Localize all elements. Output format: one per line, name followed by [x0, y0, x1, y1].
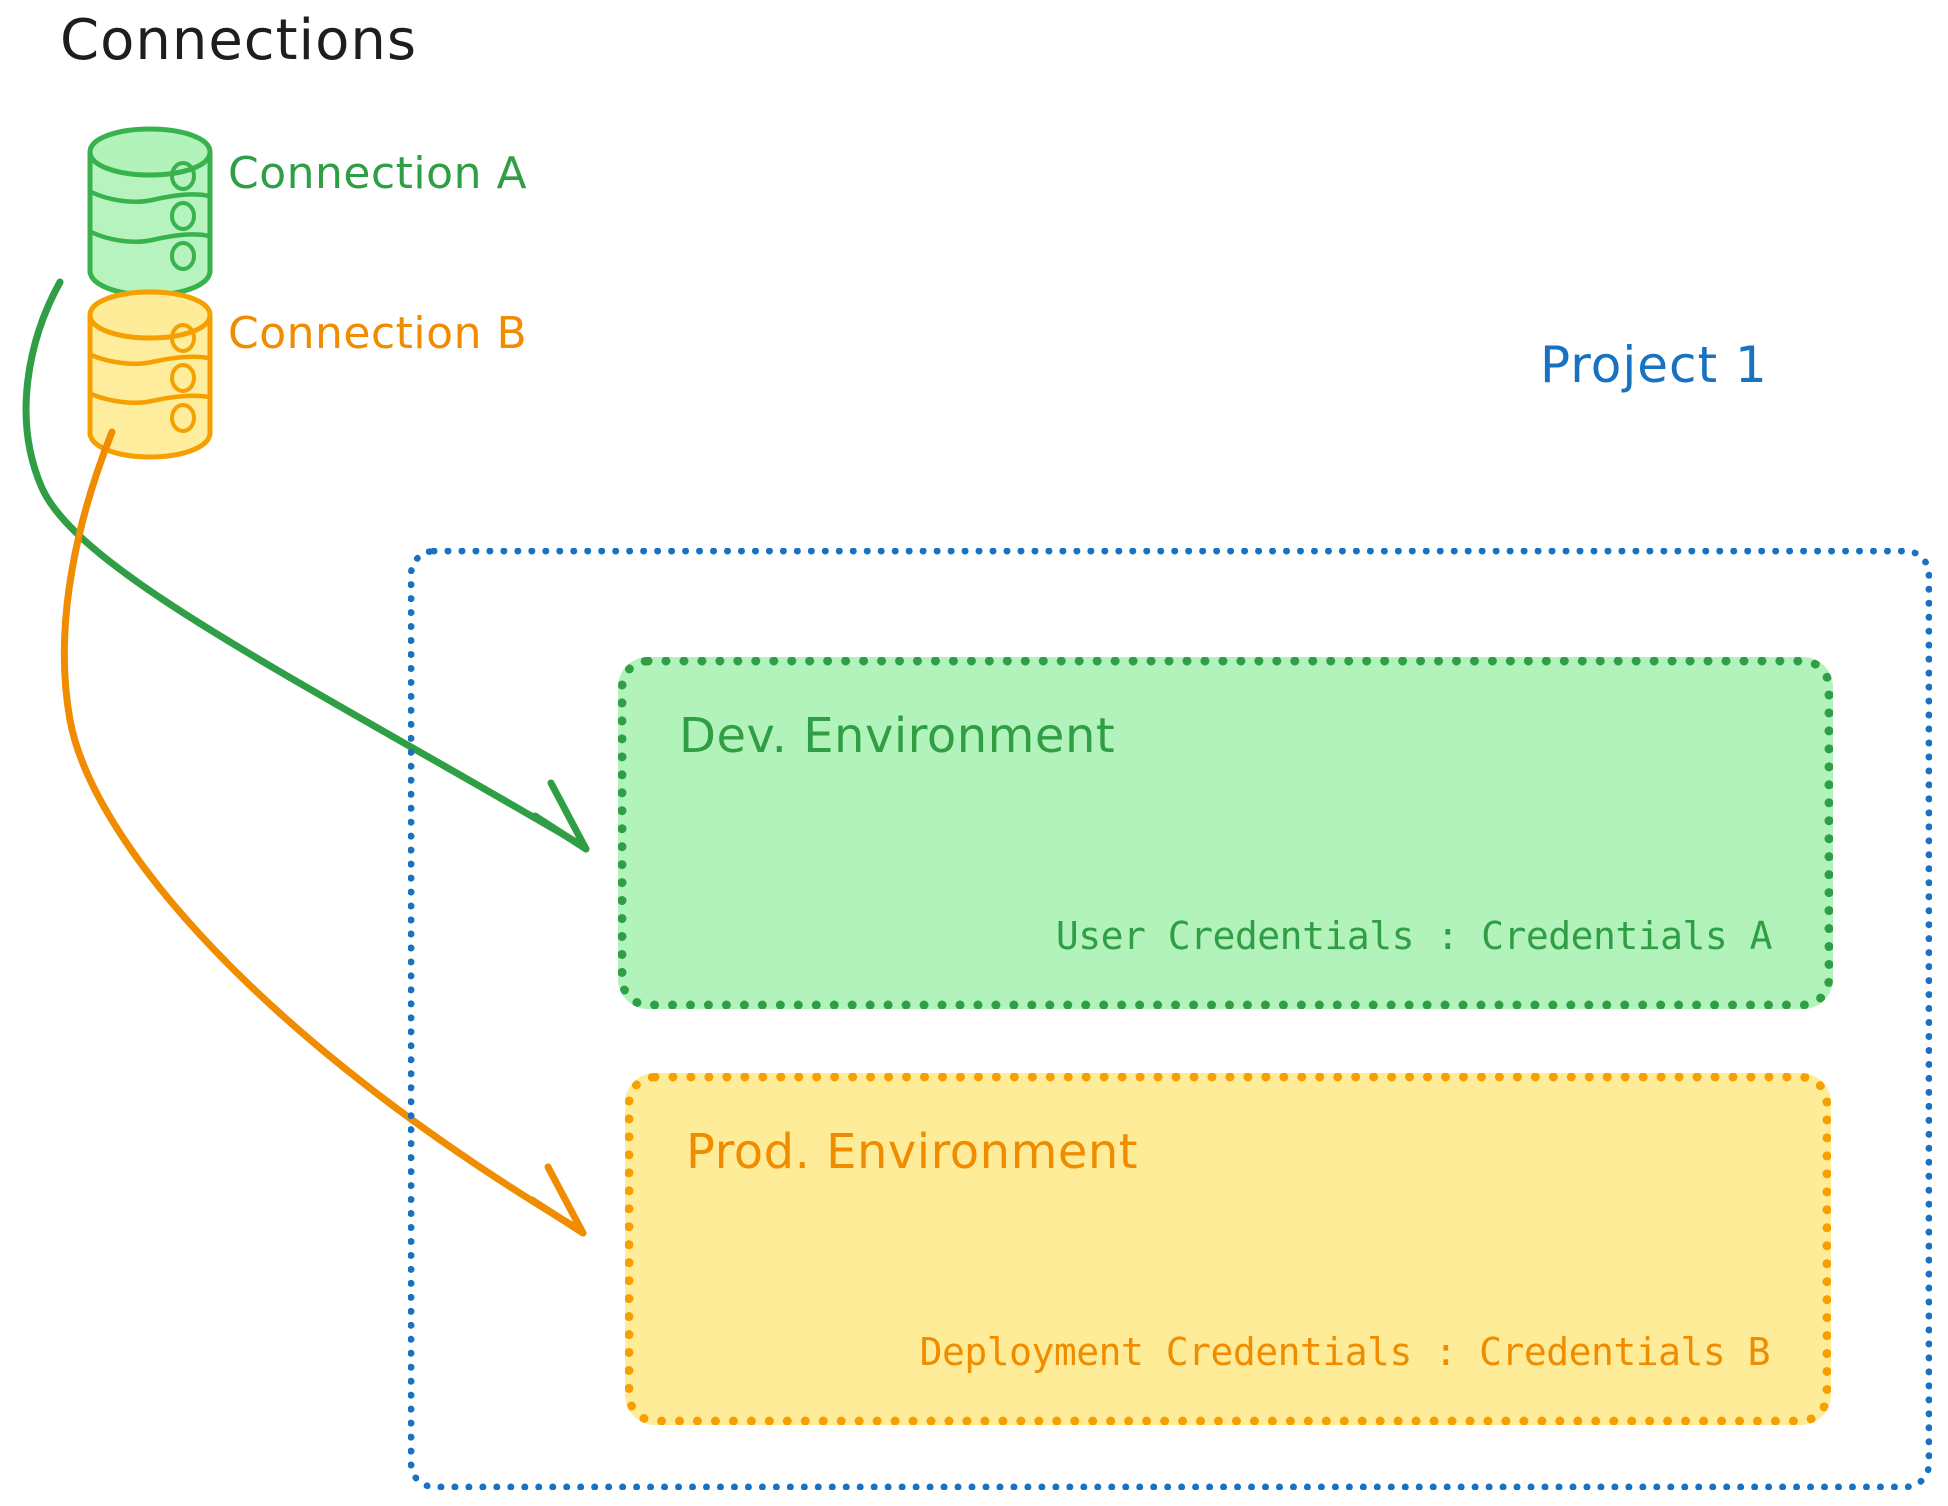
- project-label: Project 1: [1540, 336, 1768, 394]
- prod-environment-credentials: Deployment Credentials : Credentials B: [919, 1330, 1771, 1374]
- project-container: Dev. Environment User Credentials : Cred…: [408, 548, 1932, 1490]
- prod-environment-box: Prod. Environment Deployment Credentials…: [625, 1073, 1831, 1425]
- prod-environment-title: Prod. Environment: [686, 1124, 1139, 1180]
- database-icon-connection-a: [87, 126, 213, 298]
- dev-environment-box: Dev. Environment User Credentials : Cred…: [618, 657, 1833, 1009]
- connection-a-label: Connection A: [228, 148, 528, 199]
- page-title: Connections: [60, 8, 418, 73]
- connection-b-label: Connection B: [228, 308, 528, 359]
- database-icon-connection-b: [87, 289, 213, 460]
- dev-environment-credentials: User Credentials : Credentials A: [1055, 914, 1773, 958]
- dev-environment-title: Dev. Environment: [679, 708, 1116, 764]
